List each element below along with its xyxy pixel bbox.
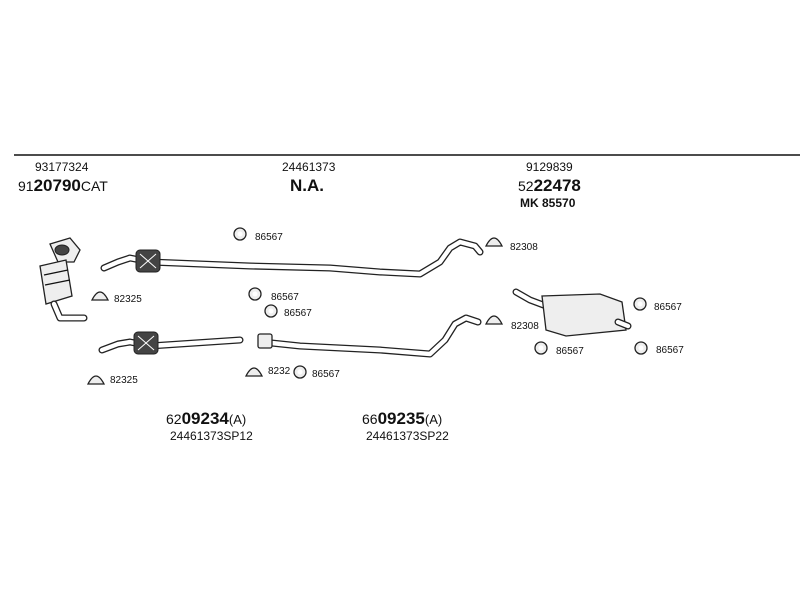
callout-clamp-d: 82325 (110, 375, 138, 386)
part5-ref: 24461373SP22 (366, 429, 449, 443)
callout-clamp-b: 82308 (511, 321, 539, 332)
middle-pipe-lower (257, 314, 482, 358)
part1-code: 9120790CAT (18, 176, 108, 195)
part3-ref: 9129839 (526, 160, 573, 174)
front-pipe-upper (100, 238, 484, 278)
callout-hanger-g: 86567 (656, 345, 684, 356)
callout-hanger-d: 86567 (312, 369, 340, 380)
part1-ref: 93177324 (35, 160, 89, 174)
callout-clamp-a: 82308 (510, 242, 538, 253)
part5-code: 6609235(A) (362, 409, 442, 428)
callout-hanger-a: 86567 (255, 232, 283, 243)
callout-hanger-b: 86567 (271, 292, 299, 303)
front-pipe-lower (98, 331, 244, 355)
mount-marks (86, 227, 648, 385)
part4-ref: 24461373SP12 (170, 429, 253, 443)
part3-kit: MK 85570 (520, 196, 576, 210)
callout-clamp-c: 82325 (114, 294, 142, 305)
part2-ref: 24461373 (282, 160, 336, 174)
part4-code: 6209234(A) (166, 409, 246, 428)
callout-hanger-e: 86567 (654, 302, 682, 313)
callout-hanger-f: 86567 (556, 346, 584, 357)
part3-code: 5222478 (518, 176, 581, 195)
rear-muffler (512, 288, 632, 337)
callout-clamp-e: 8232 (268, 366, 291, 377)
catalytic-converter (39, 237, 88, 322)
callout-hanger-c: 86567 (284, 308, 312, 319)
part2-code: N.A. (290, 176, 324, 195)
